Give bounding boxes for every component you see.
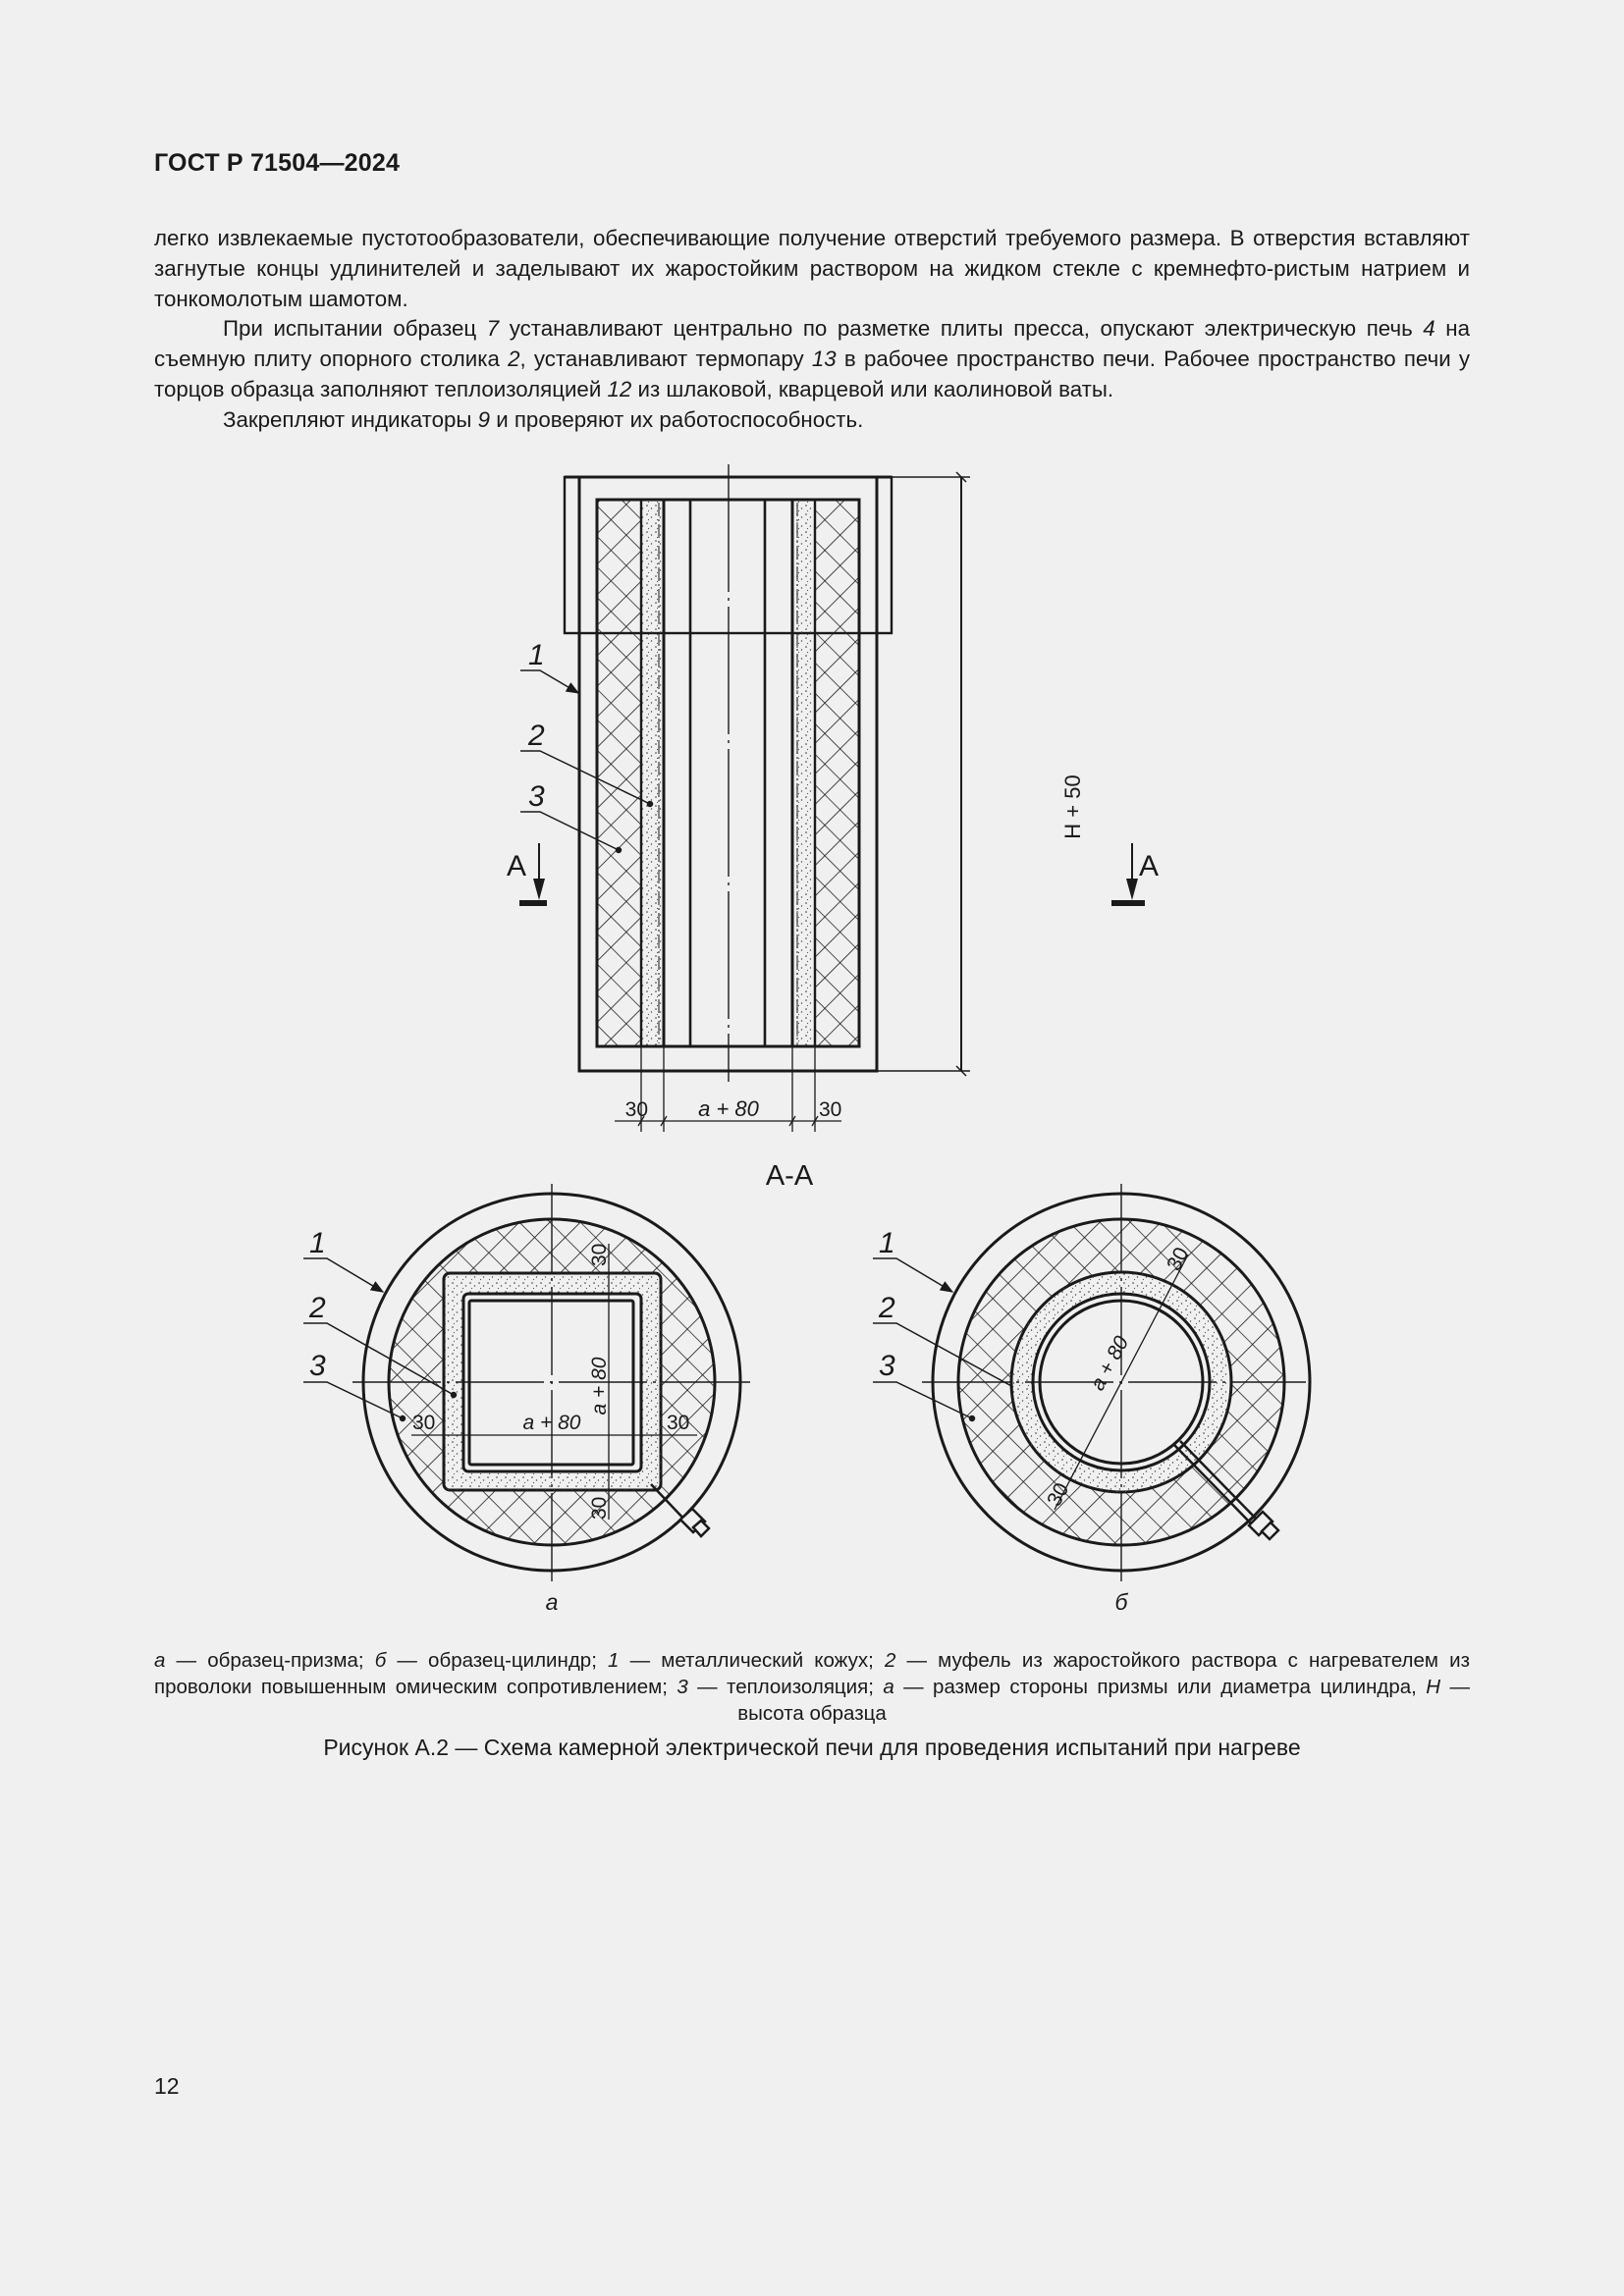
paragraph-1: легко извлекаемые пустотообразователи, о… — [154, 226, 1470, 311]
legend-text: а — образец-призма; б — образец-цилиндр;… — [154, 1649, 1471, 1725]
side-view-drawing: 1 2 3 A A H + 50 — [507, 464, 1159, 1132]
svg-text:A: A — [507, 850, 526, 882]
svg-text:30: 30 — [667, 1412, 689, 1434]
svg-text:A: A — [1139, 850, 1159, 882]
svg-text:30: 30 — [412, 1412, 435, 1434]
section-a-label: а — [546, 1589, 559, 1615]
insulation-right — [815, 500, 859, 1046]
section-a-prism: 30 30 30 30 a + 80 a + 80 1 2 3 а — [303, 1184, 751, 1615]
dim-height-label: H + 50 — [1060, 774, 1085, 838]
muffle-left — [641, 500, 664, 1046]
muffle-right — [792, 500, 815, 1046]
thermocouple-b — [1173, 1440, 1280, 1541]
section-b-label: б — [1115, 1589, 1129, 1615]
dim-a-plus-80: a + 80 — [698, 1096, 760, 1121]
svg-text:1: 1 — [309, 1227, 326, 1259]
svg-text:30: 30 — [588, 1497, 611, 1520]
width-dimensions — [615, 1046, 841, 1132]
dim-right-30: 30 — [819, 1098, 841, 1121]
section-mark-left: A — [507, 843, 547, 906]
callout-1: 1 — [528, 639, 545, 671]
height-dimension — [877, 471, 970, 1077]
svg-text:2: 2 — [308, 1292, 326, 1324]
svg-text:a + 80: a + 80 — [588, 1357, 611, 1415]
side-view-callouts — [520, 669, 654, 854]
svg-text:3: 3 — [879, 1350, 895, 1382]
page-number: 12 — [154, 2073, 180, 2099]
figure-caption: Рисунок А.2 — Схема камерной электрическ… — [323, 1735, 1301, 1760]
svg-text:2: 2 — [878, 1292, 895, 1324]
figure-legend: а — образец-призма; б — образец-цилиндр;… — [154, 1647, 1470, 1727]
section-title: А-А — [766, 1160, 814, 1192]
thermocouple-a — [650, 1483, 711, 1538]
figure-a2: 1 2 3 A A H + 50 — [303, 464, 1312, 1615]
insulation-left — [597, 500, 641, 1046]
callout-2: 2 — [527, 720, 545, 752]
svg-text:a + 80: a + 80 — [523, 1412, 581, 1434]
section-b-cylinder: a + 80 30 30 1 2 3 б — [873, 1184, 1312, 1615]
section-mark-right: A — [1111, 843, 1159, 906]
svg-text:30: 30 — [588, 1244, 611, 1266]
paragraph-2: При испытании образец 7 устанавливают це… — [154, 316, 1471, 401]
callout-3: 3 — [528, 780, 545, 813]
svg-text:3: 3 — [309, 1350, 326, 1382]
paragraph-3: Закрепляют индикаторы 9 и проверяют их р… — [223, 406, 864, 432]
body-text: легко извлекаемые пустотообразователи, о… — [154, 224, 1470, 436]
dim-left-30: 30 — [625, 1098, 648, 1121]
document-header: ГОСТ Р 71504—2024 — [154, 149, 401, 177]
svg-text:1: 1 — [879, 1227, 895, 1259]
